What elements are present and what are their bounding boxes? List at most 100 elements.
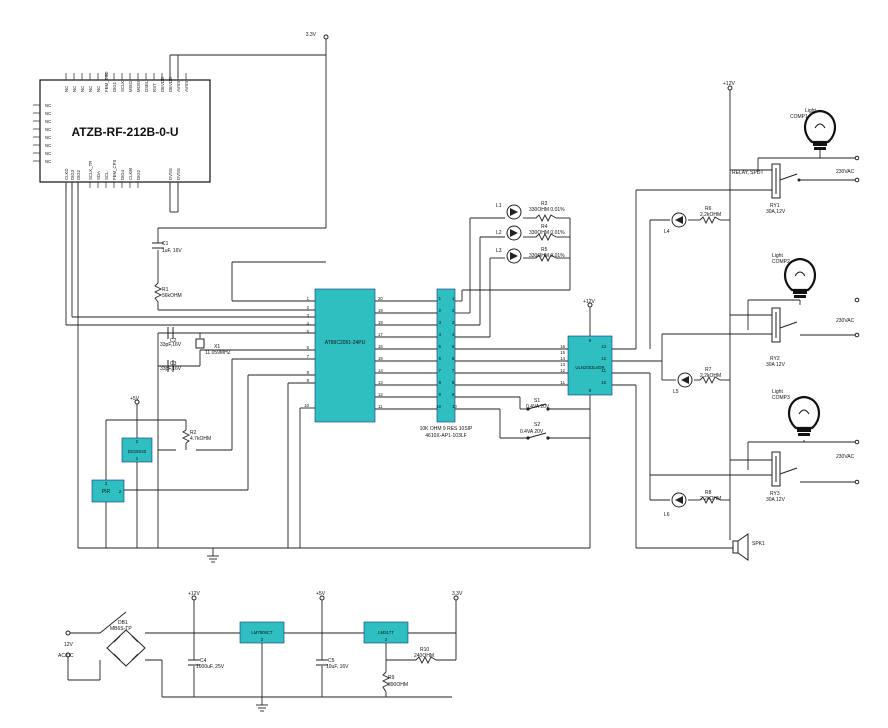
resnet-pin-left: 6 bbox=[439, 356, 442, 361]
uln-body bbox=[567, 335, 613, 396]
bridge-rectifier-db1: DB1 MB6S-TP bbox=[106, 620, 146, 667]
mcu-right-pin: 14 bbox=[378, 368, 383, 373]
uln-left-pin: 16 bbox=[560, 344, 565, 349]
r2-value: 4.7kOHM bbox=[190, 436, 211, 442]
r10-value: 240OHM bbox=[414, 653, 434, 659]
light2-label: Light bbox=[772, 253, 783, 259]
mcu-left-pin: 8 bbox=[307, 370, 310, 375]
v5-terminal bbox=[134, 399, 140, 405]
in12-label: 12V bbox=[64, 642, 74, 648]
capacitor-c3: C3 33pF,16V bbox=[160, 360, 182, 372]
rf-top-pin-label: MOSI bbox=[136, 81, 141, 92]
rf-left-pin-label: NC bbox=[45, 119, 51, 124]
mcu-right-pin: 12 bbox=[378, 392, 383, 397]
uln-right-pin: 10 bbox=[601, 380, 606, 385]
rf-bottom-pin-label: DIG4 bbox=[120, 169, 125, 180]
light3-label: Light bbox=[772, 389, 783, 395]
rf-left-pin-label: NC bbox=[45, 159, 51, 164]
r10-ref: R10 bbox=[420, 647, 429, 653]
rf-left-pin-label: NC bbox=[45, 151, 51, 156]
vac-terminals: 230VAC 230VAC 230VAC bbox=[836, 155, 860, 485]
uln-left-pin: 15 bbox=[560, 350, 565, 355]
resistor-r5: R5 330OHM 0.01% bbox=[529, 247, 565, 263]
resnet-pin-left: 8 bbox=[439, 380, 442, 385]
v33-terminal bbox=[323, 34, 329, 40]
resnet-pin-right: 2 bbox=[452, 308, 455, 313]
resnet-body bbox=[436, 288, 456, 423]
led-l3: L3 bbox=[496, 248, 522, 264]
pir-sensor: PIR 3 2 bbox=[91, 479, 125, 503]
ry2-value: 30A 12V bbox=[766, 362, 786, 368]
resistor-r3: R3 330OHM 0.01% bbox=[529, 201, 565, 223]
in12-terminal bbox=[65, 630, 71, 636]
relay-ry3: RY3 30A 12V bbox=[766, 451, 798, 503]
uln-left-pin: 12 bbox=[560, 368, 565, 373]
resistor-r8: R8 2.2kOHM bbox=[699, 490, 721, 505]
comp3-label: COMP3 bbox=[772, 395, 790, 401]
rf-bottom-pin-label: DVSS bbox=[168, 168, 173, 180]
led-l4: L4 bbox=[664, 212, 687, 235]
rf-left-pin-label: NC bbox=[45, 143, 51, 148]
resnet-pin-left: 7 bbox=[439, 368, 442, 373]
rf-top-pin-label: MISO bbox=[128, 80, 133, 92]
mcu-left-pin: 9 bbox=[307, 378, 310, 383]
uln-right-pin: 12 bbox=[601, 356, 606, 361]
rf-left-pin-label: NC bbox=[45, 127, 51, 132]
bulb-comp3: Light COMP3 bbox=[772, 389, 821, 436]
ry2-ref: RY2 bbox=[770, 356, 780, 362]
resistor-r6: R6 2.2kOHM bbox=[699, 206, 721, 225]
c1-value: 1uF, 16V bbox=[162, 248, 182, 254]
v33-label: 3.3V bbox=[306, 32, 317, 38]
pir-name: PIR bbox=[102, 489, 111, 495]
relay-label: RELAY, SPDT bbox=[732, 170, 764, 176]
c2-value: 33pF,16V bbox=[160, 342, 182, 348]
uln-left-pin: 11 bbox=[561, 380, 566, 385]
rf-bottom-pin-label: SCLK_TR bbox=[88, 161, 93, 180]
pir-body bbox=[91, 479, 125, 503]
regulator-lm7805: LM7805CT 2 bbox=[239, 621, 285, 644]
r4-value: 330OHM 0.01% bbox=[529, 230, 565, 236]
light1-label: Light bbox=[805, 108, 816, 114]
rf-left-pin-label: NC bbox=[45, 135, 51, 140]
mcu-right-pin: 16 bbox=[378, 344, 383, 349]
r8-ref: R8 bbox=[705, 490, 712, 496]
resnet-pin-left: 4 bbox=[439, 332, 442, 337]
uln-pin-top: 9 bbox=[589, 338, 592, 343]
temp-sensor-ds18s20: DS18S20 2 1 bbox=[121, 437, 153, 463]
rf-bottom-pin-label: CLKM bbox=[128, 168, 133, 180]
rf-bottom-pin-label: DVSS bbox=[176, 168, 181, 180]
acdc-terminal bbox=[65, 652, 71, 658]
l5-ref: L5 bbox=[673, 389, 679, 395]
capacitor-c1: C1 1uF, 16V bbox=[152, 241, 182, 254]
resnet-pin-left: 3 bbox=[439, 320, 442, 325]
relay-ry1: RELAY, SPDT RY1 30A,12V bbox=[732, 163, 801, 215]
wires bbox=[65, 37, 856, 556]
resnet-part: 4610X-AP1-103LF bbox=[425, 433, 466, 439]
resistor-r4: R4 330OHM 0.01% bbox=[529, 224, 565, 242]
rf-top-pin-label: NC bbox=[96, 86, 101, 92]
rf-top-pin-label: DEVDD bbox=[160, 77, 165, 92]
mcu-left-pin: 5 bbox=[307, 329, 310, 334]
uln-pin-bottom: 8 bbox=[589, 388, 592, 393]
mcu-left-pin: 4 bbox=[307, 321, 310, 326]
rf-top-pin-label: DEVDD bbox=[168, 77, 173, 92]
rf-top-pin-label: SCLK bbox=[120, 81, 125, 92]
c4-ref: C4 bbox=[200, 658, 207, 664]
s2-ref: S2 bbox=[534, 422, 540, 428]
resnet-pin-right: 8 bbox=[452, 380, 455, 385]
ds-body bbox=[121, 437, 153, 463]
v5-label: +5V bbox=[130, 396, 140, 402]
mcu-right-pin: 17 bbox=[378, 332, 383, 337]
l4-ref: L4 bbox=[664, 229, 670, 235]
db1-value: MB6S-TP bbox=[110, 626, 132, 632]
ds-name: DS18S20 bbox=[128, 449, 147, 454]
mcu-right-pin: 13 bbox=[378, 380, 383, 385]
crystal-x1: X1 11.059MHZ bbox=[195, 338, 231, 356]
resistor-r7: R7 2.2kOHM bbox=[699, 367, 721, 385]
r2-ref: R2 bbox=[190, 430, 197, 436]
rf-top-pin-label: DIG1 bbox=[112, 81, 117, 92]
